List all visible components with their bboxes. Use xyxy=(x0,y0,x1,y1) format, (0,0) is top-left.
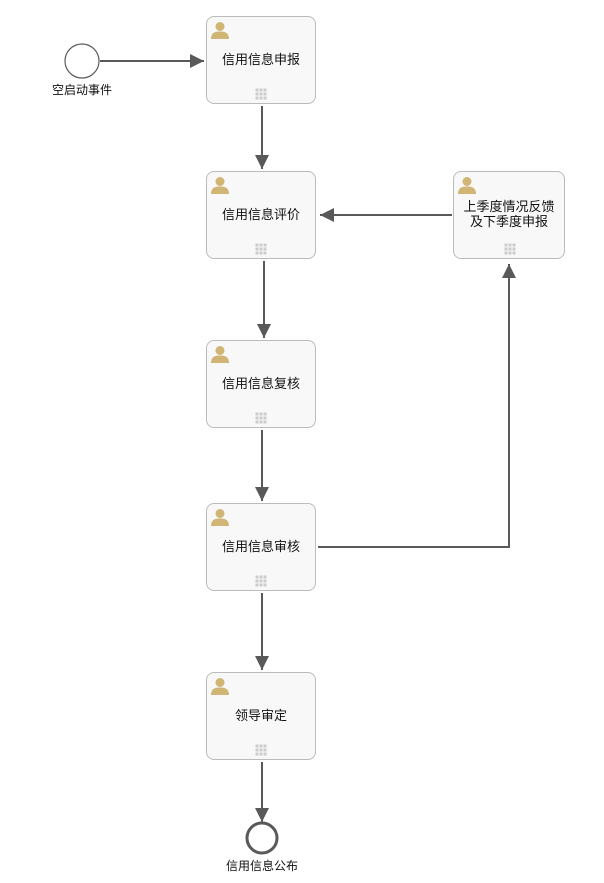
task-label: 信用信息评价 xyxy=(221,207,300,223)
user-icon xyxy=(211,509,229,526)
start-event[interactable] xyxy=(64,43,100,79)
task-credit-review[interactable]: 信用信息审核 xyxy=(206,503,316,591)
flow-review-to-feedback[interactable] xyxy=(318,264,516,548)
start-event-label: 空启动事件 xyxy=(51,83,113,97)
multi-instance-icon xyxy=(255,575,267,587)
task-leader-approve[interactable]: 领导审定 xyxy=(206,672,316,760)
multi-instance-icon xyxy=(255,88,267,100)
end-event-label: 信用信息公布 xyxy=(225,859,299,873)
multi-instance-icon xyxy=(255,243,267,255)
task-credit-evaluate[interactable]: 信用信息评价 xyxy=(206,171,316,259)
user-icon xyxy=(211,678,229,695)
multi-instance-icon xyxy=(255,744,267,756)
user-icon xyxy=(211,22,229,39)
task-label: 上季度情况反馈 及下季度申报 xyxy=(463,200,555,230)
task-label: 信用信息申报 xyxy=(221,52,300,68)
task-quarter-feedback[interactable]: 上季度情况反馈 及下季度申报 xyxy=(453,171,565,259)
task-label: 信用信息复核 xyxy=(221,376,300,392)
user-icon xyxy=(458,177,476,194)
multi-instance-icon xyxy=(255,412,267,424)
user-icon xyxy=(211,346,229,363)
end-event[interactable] xyxy=(245,821,279,855)
task-credit-recheck[interactable]: 信用信息复核 xyxy=(206,340,316,428)
task-label: 领导审定 xyxy=(234,708,287,724)
user-icon xyxy=(211,177,229,194)
multi-instance-icon xyxy=(504,243,516,255)
task-label: 信用信息审核 xyxy=(221,539,300,555)
task-credit-declare[interactable]: 信用信息申报 xyxy=(206,16,316,104)
